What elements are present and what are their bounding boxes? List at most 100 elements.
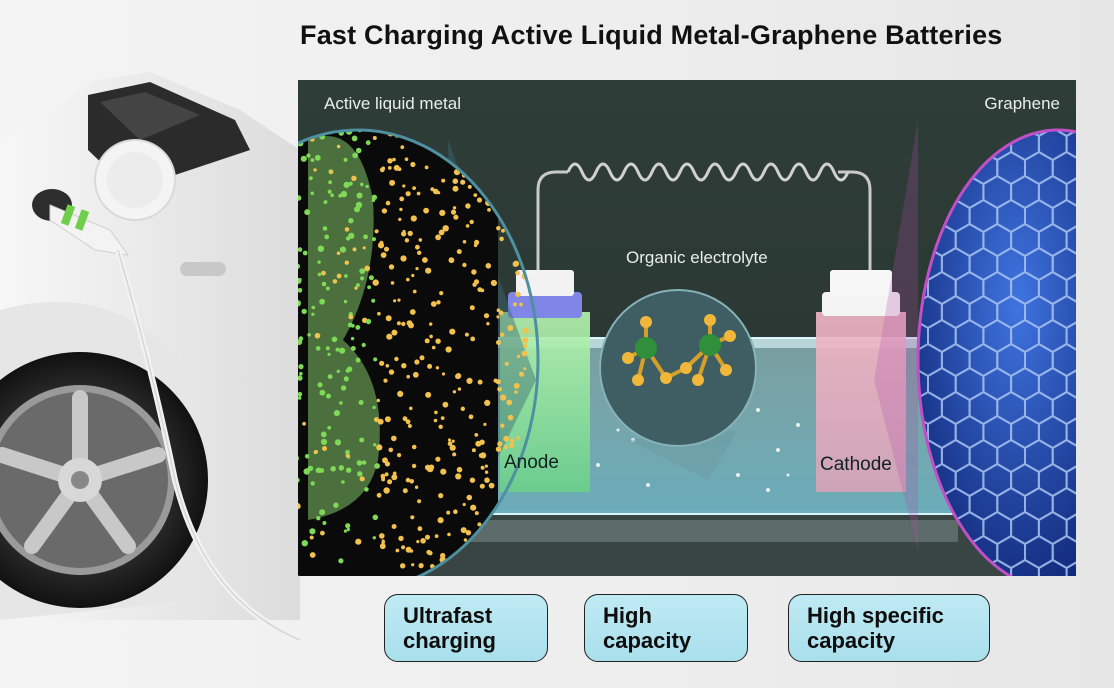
particle: [407, 424, 412, 428]
particle: [402, 229, 406, 234]
particle: [516, 173, 522, 179]
particle: [322, 226, 328, 231]
particle: [301, 540, 308, 547]
particle: [486, 146, 491, 151]
particle: [458, 155, 462, 160]
particle: [327, 352, 331, 356]
particle: [374, 463, 380, 469]
particle: [344, 227, 350, 232]
particle: [395, 548, 400, 553]
particle: [422, 257, 428, 263]
particle: [433, 418, 438, 423]
particle: [427, 363, 433, 369]
badge-text: High specific capacity: [807, 603, 944, 653]
graphene-label: Graphene: [984, 94, 1060, 113]
particle: [460, 150, 465, 155]
battery-scene: Active liquid metal Graphene Organic ele…: [298, 80, 1076, 576]
graphene-hexagon: [940, 130, 971, 138]
particle: [309, 176, 313, 181]
particle: [425, 209, 429, 214]
particle: [371, 198, 376, 202]
particle: [479, 483, 485, 489]
particle: [379, 167, 385, 173]
particle: [372, 237, 376, 242]
particle: [447, 441, 453, 447]
particle: [388, 447, 394, 453]
particle: [410, 515, 415, 520]
particle: [373, 417, 379, 423]
particle: [453, 214, 459, 220]
graphene-hexagon: [1065, 318, 1076, 354]
particle: [388, 264, 395, 270]
particle: [446, 510, 451, 515]
particle: [330, 193, 334, 198]
particle: [310, 158, 315, 162]
particle: [496, 226, 501, 231]
particle: [434, 410, 438, 415]
particle: [412, 186, 416, 190]
particle: [476, 197, 483, 203]
particle: [321, 270, 326, 276]
particle: [322, 446, 327, 451]
particle: [352, 152, 359, 159]
particle: [364, 265, 371, 272]
particle: [469, 305, 475, 311]
particle: [303, 130, 307, 134]
particle: [411, 563, 415, 567]
particle: [327, 425, 332, 430]
particle: [516, 436, 521, 440]
particle: [402, 416, 408, 422]
particle: [308, 130, 313, 135]
particle: [487, 208, 491, 212]
particle: [309, 528, 316, 535]
particle: [418, 563, 424, 569]
particle: [519, 302, 523, 307]
particle: [397, 298, 401, 302]
badge-ultrafast-charging: Ultrafast charging: [384, 594, 548, 662]
particle: [398, 535, 404, 542]
particle: [326, 393, 331, 399]
particle: [452, 452, 457, 457]
particle: [316, 516, 321, 521]
particle: [521, 130, 525, 135]
particle: [509, 442, 515, 449]
particle: [381, 208, 388, 214]
particle: [417, 250, 422, 255]
particle: [405, 191, 411, 197]
particle: [298, 195, 302, 201]
particle: [457, 387, 462, 391]
particle: [425, 391, 432, 398]
active-liquid-metal-label: Active liquid metal: [324, 94, 462, 113]
particle: [401, 545, 406, 550]
particle: [412, 289, 417, 294]
particle: [394, 356, 399, 362]
organic-electrolyte-label: Organic electrolyte: [626, 248, 768, 267]
particle: [320, 530, 325, 536]
particle: [380, 252, 387, 258]
particle: [486, 322, 490, 326]
particle: [522, 337, 529, 344]
particle: [350, 346, 356, 351]
particle: [441, 372, 446, 376]
particle: [484, 477, 490, 484]
particle: [502, 173, 507, 179]
particle: [462, 240, 467, 244]
particle: [397, 130, 403, 135]
particle: [523, 343, 528, 349]
particle: [339, 401, 343, 405]
particle: [468, 170, 473, 175]
particle: [312, 130, 318, 133]
badge-high-capacity: High capacity: [584, 594, 748, 662]
graphene-hexagon: [1065, 222, 1076, 258]
particle: [406, 374, 410, 379]
particle: [474, 511, 479, 516]
graphene-hexagon: [954, 130, 985, 162]
particle: [334, 439, 342, 446]
particle: [379, 360, 385, 366]
particle: [382, 457, 388, 464]
particle: [399, 196, 405, 202]
particle: [332, 279, 338, 284]
particle: [484, 470, 489, 474]
particle: [490, 279, 497, 287]
particle: [400, 145, 405, 150]
